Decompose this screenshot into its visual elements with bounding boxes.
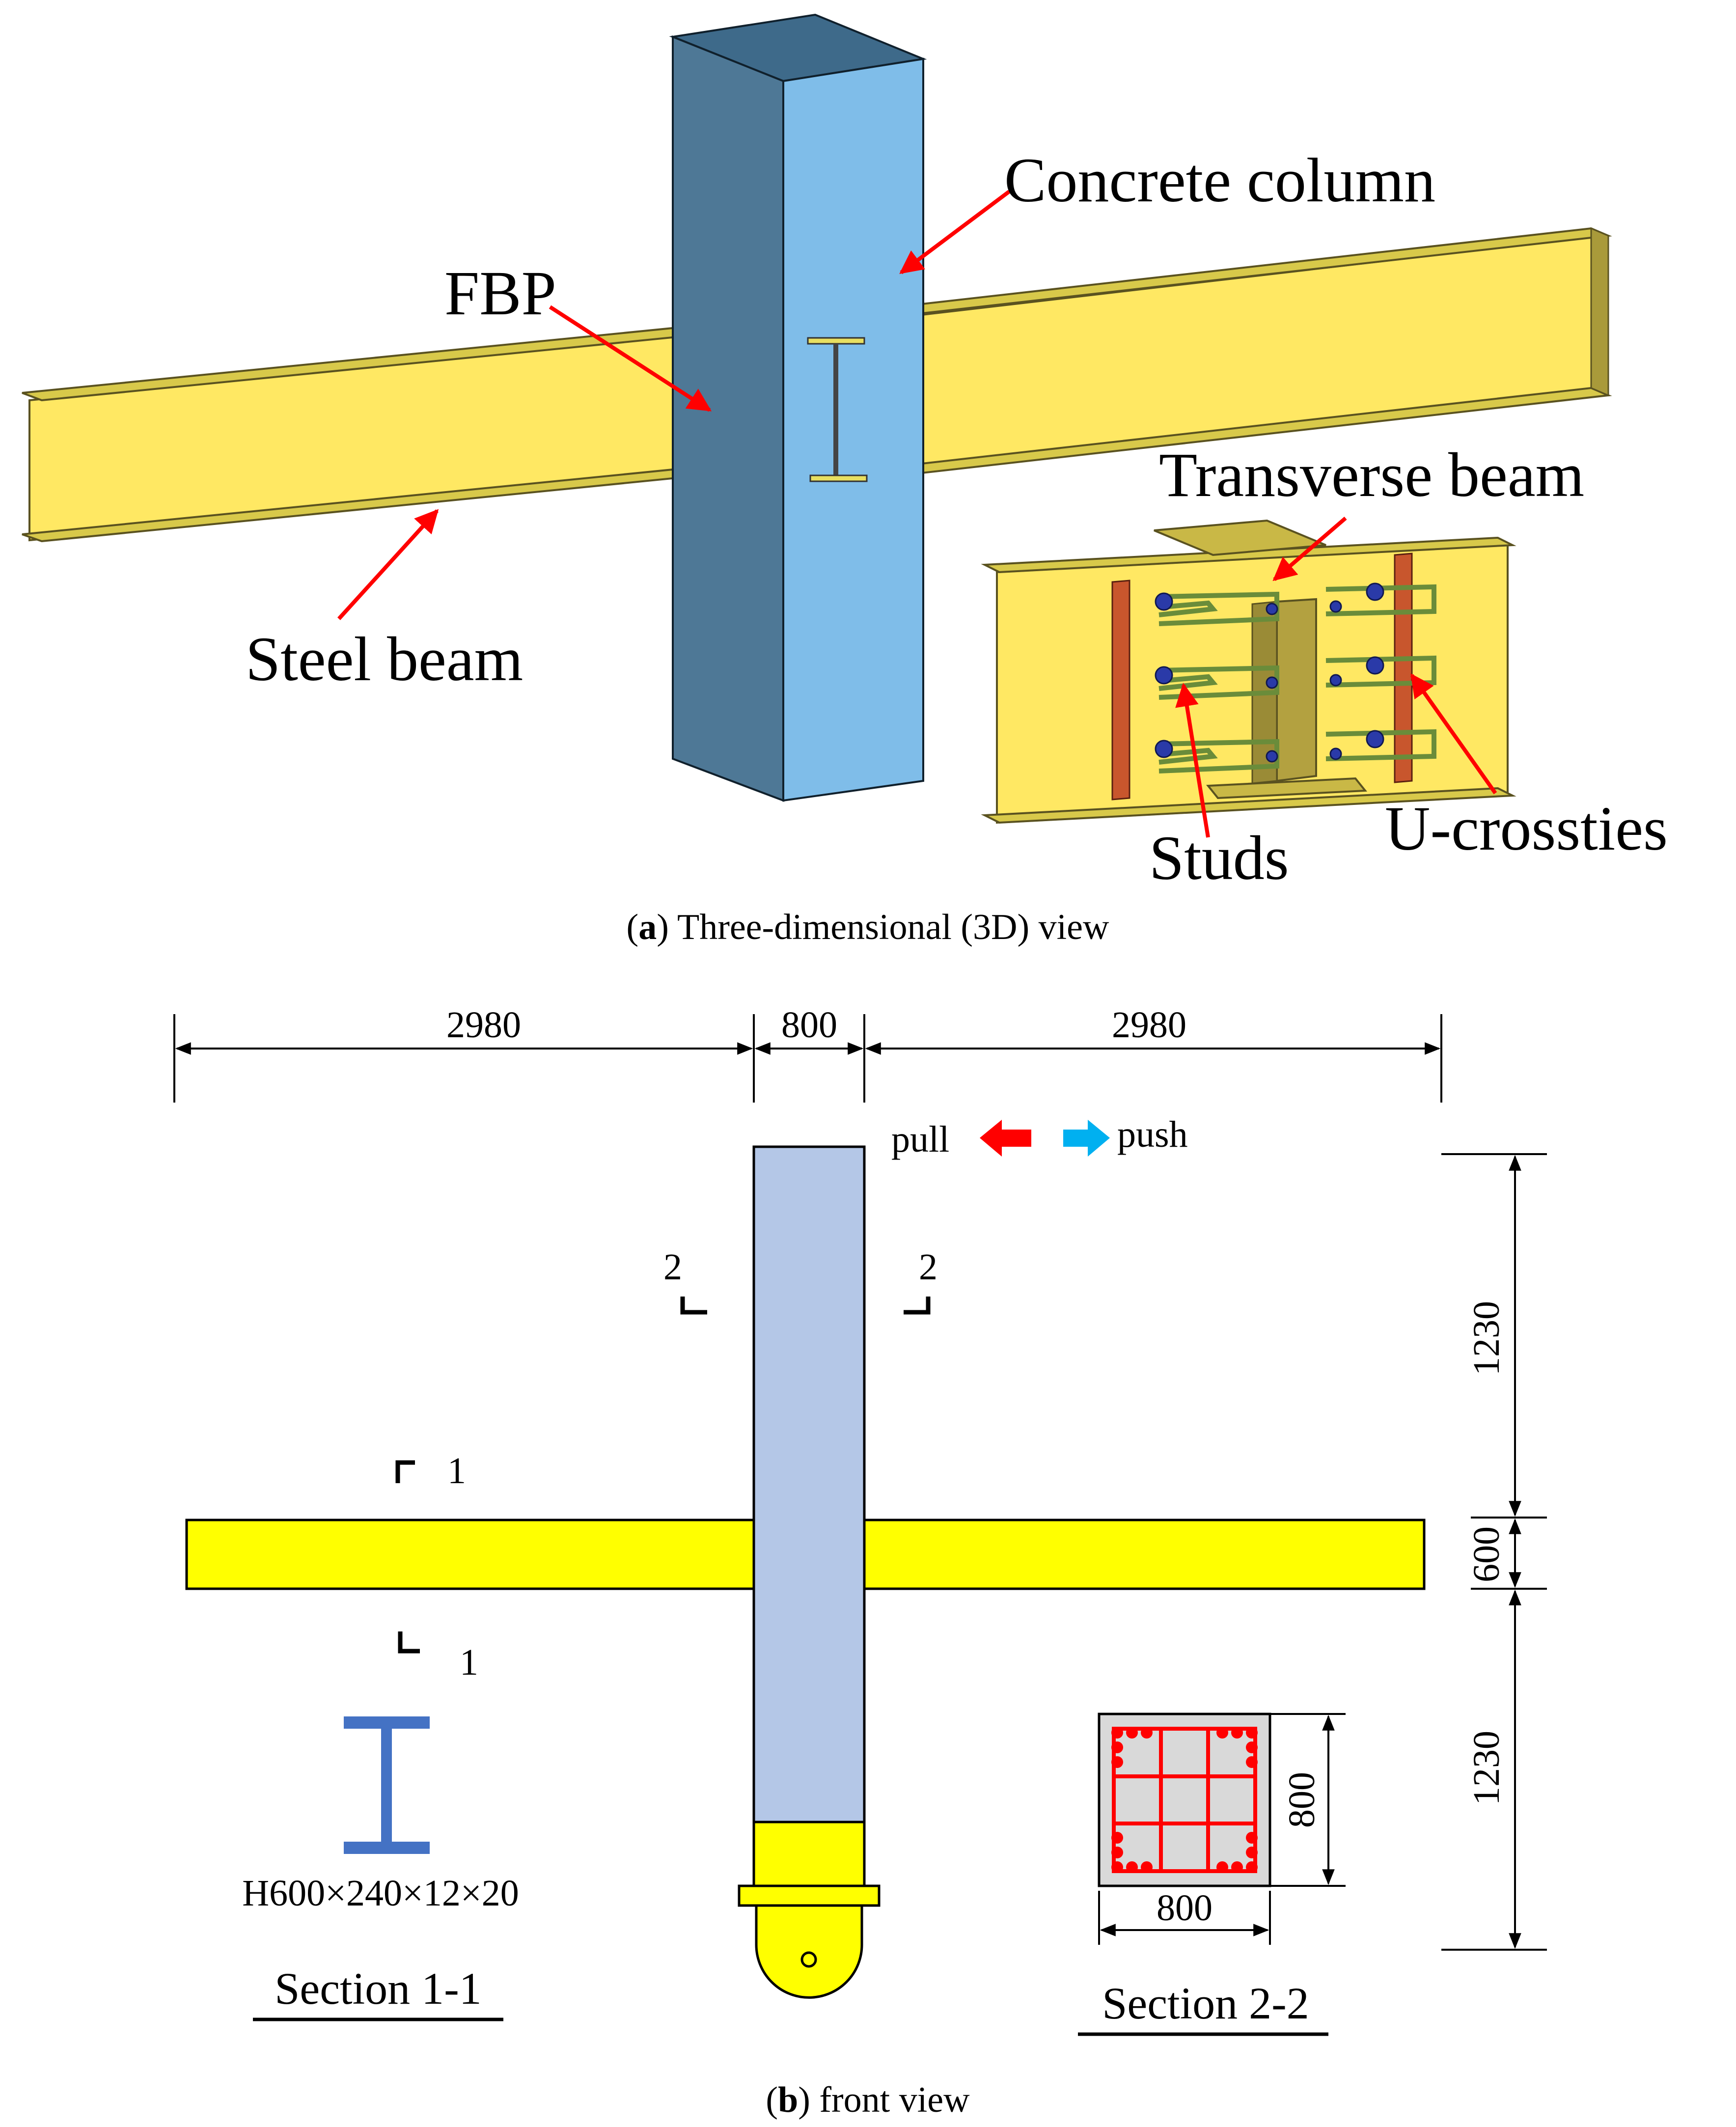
- vertical-dimensions: [1441, 1153, 1547, 1951]
- label-push: push: [1117, 1114, 1188, 1155]
- dim-upper-height: 1230: [1466, 1301, 1507, 1376]
- caption-a: (a) Three-dimensional (3D) view: [627, 907, 1109, 947]
- panel-a-3d-view: Concrete column FBP Steel beam Transvers…: [22, 13, 1668, 947]
- dim-beam-depth: 600: [1466, 1526, 1507, 1582]
- stud-heads: [1155, 582, 1384, 763]
- panel-b-front-view: 2980 800 2980 1230 600 1230: [173, 1004, 1547, 2120]
- leader-arrows: [337, 190, 1497, 838]
- label-transverse-beam: Transverse beam: [1159, 440, 1584, 510]
- section-mark-2-right: 2: [919, 1246, 937, 1288]
- caption-b-letter: b: [778, 2080, 798, 2120]
- concrete-column-3d: [669, 13, 927, 802]
- dim-column-width: 800: [781, 1004, 837, 1046]
- dim-lower-height: 1230: [1466, 1731, 1507, 1805]
- section-1-1-title: Section 1-1: [275, 1963, 482, 2014]
- label-u-crossties: U-crossties: [1385, 794, 1668, 863]
- section-mark-1-bottom: 1: [460, 1642, 478, 1683]
- label-fbp: FBP: [444, 258, 556, 328]
- left-steel-beam: [22, 323, 732, 543]
- right-steel-beam: [870, 227, 1612, 478]
- caption-b: (b) front view: [766, 2080, 970, 2120]
- front-view-column: [752, 1145, 866, 1823]
- dim-left-span: 2980: [446, 1004, 521, 1046]
- caption-b-text: ) front view: [798, 2080, 970, 2120]
- column-hinge-support: [738, 1821, 881, 1999]
- caption-a-letter: a: [638, 907, 657, 947]
- label-concrete-column: Concrete column: [1004, 145, 1435, 215]
- section-1-1-spec: H600×240×12×20: [242, 1873, 519, 1914]
- dim-section-height: 800: [1281, 1772, 1323, 1828]
- embedded-i-section-mark: [807, 337, 868, 482]
- dim-right-span: 2980: [1112, 1004, 1186, 1046]
- section-1-1-i-shape: [344, 1716, 430, 1854]
- label-steel-beam: Steel beam: [246, 624, 523, 694]
- pull-arrow: [980, 1120, 1031, 1157]
- caption-a-text: ) Three-dimensional (3D) view: [657, 907, 1109, 947]
- section-2-2-column: [1098, 1713, 1271, 1887]
- label-pull: pull: [891, 1119, 949, 1160]
- section-mark-1-top: 1: [447, 1450, 466, 1492]
- section-mark-2-left: 2: [663, 1246, 682, 1288]
- horizontal-dimensions: [173, 1014, 1442, 1103]
- dim-section-width: 800: [1157, 1887, 1212, 1929]
- label-studs: Studs: [1149, 823, 1289, 893]
- section-2-2-dimensions: [1098, 1713, 1346, 1945]
- section-marks: [395, 1297, 931, 1654]
- joint-detail-3d: [981, 519, 1516, 824]
- section-2-2-title: Section 2-2: [1102, 1978, 1309, 2028]
- push-arrow: [1063, 1120, 1110, 1157]
